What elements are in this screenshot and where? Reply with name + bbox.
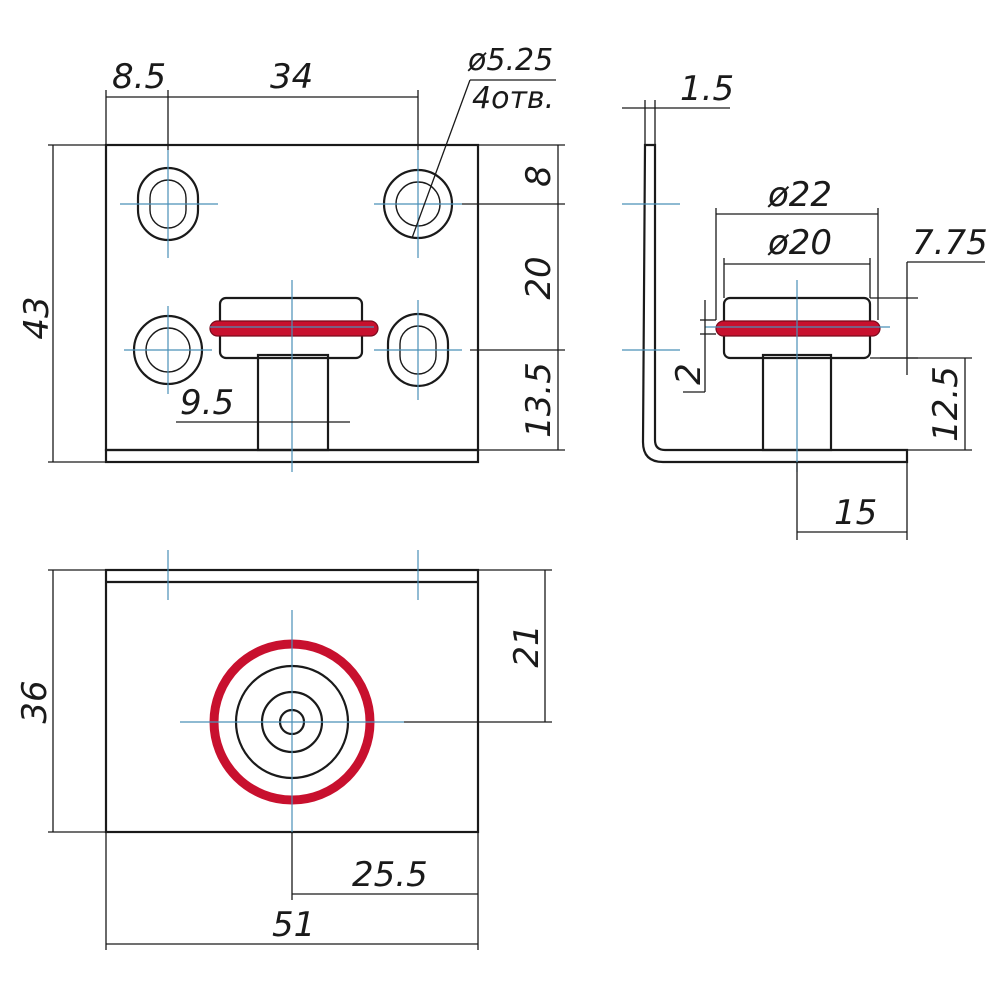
dim-left-offset: 8.5 bbox=[112, 57, 166, 97]
dim-hole-count: 4отв. bbox=[472, 81, 554, 116]
front-dimensions bbox=[48, 79, 565, 463]
dim-center-depth: 21 bbox=[507, 624, 547, 667]
dim-axis-offset: 15 bbox=[834, 493, 877, 533]
dim-hole-diameter: ø5.25 bbox=[467, 43, 553, 78]
top-dimensions bbox=[48, 569, 552, 950]
dim-thickness: 1.5 bbox=[680, 69, 734, 109]
side-centerlines bbox=[622, 203, 890, 472]
side-dimensions bbox=[622, 100, 985, 540]
front-view: 8.5 34 ø5.25 4отв. 43 8 20 13.5 9.5 bbox=[17, 43, 565, 472]
dim-height: 43 bbox=[17, 296, 57, 339]
front-centerlines bbox=[120, 150, 462, 472]
side-view: 1.5 ø22 ø20 7.75 2 12.5 15 bbox=[622, 69, 988, 540]
dim-hole-spacing: 34 bbox=[270, 57, 313, 97]
side-o-ring bbox=[715, 320, 881, 337]
dim-center-offset: 25.5 bbox=[352, 855, 428, 895]
dim-inner-diameter: ø20 bbox=[767, 223, 832, 263]
front-o-ring bbox=[209, 320, 379, 337]
dim-width: 51 bbox=[272, 905, 315, 945]
dim-row-spacing: 20 bbox=[519, 256, 559, 299]
dim-bottom-offset: 13.5 bbox=[519, 362, 559, 438]
dim-groove: 2 bbox=[669, 363, 709, 385]
front-post bbox=[256, 353, 330, 452]
top-view: 36 21 25.5 51 bbox=[15, 550, 552, 950]
dim-axis-height: 12.5 bbox=[926, 366, 966, 442]
dim-outer-diameter: ø22 bbox=[767, 175, 832, 215]
top-centerlines bbox=[167, 550, 419, 834]
dim-ring-height: 7.75 bbox=[912, 223, 988, 263]
dim-top-offset: 8 bbox=[519, 165, 559, 187]
dim-depth: 36 bbox=[15, 680, 55, 723]
dim-post-half: 9.5 bbox=[180, 383, 234, 423]
